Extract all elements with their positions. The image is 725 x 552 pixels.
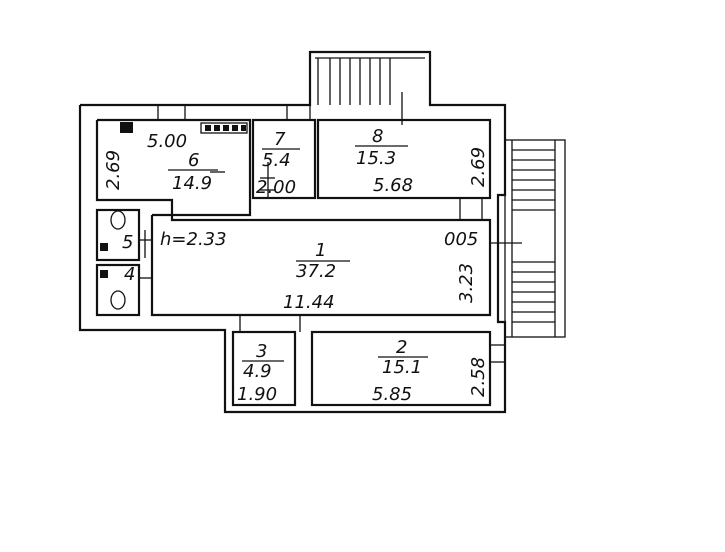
- room-1-area: 37.2: [296, 261, 336, 282]
- room-6-area: 14.9: [172, 173, 212, 194]
- room-8-dim-a: 5.68: [373, 175, 413, 196]
- room-7-number: 7: [274, 129, 286, 150]
- room-2-dim-a: 5.85: [372, 384, 412, 405]
- top-staircase: [315, 57, 425, 125]
- bathroom-fixtures: [100, 210, 126, 310]
- room-6-dim-a: 5.00: [147, 131, 187, 152]
- room-6-dim-b: 2.69: [103, 150, 124, 190]
- room-2-dim-b: 2.58: [468, 357, 489, 397]
- room-3-number: 3: [256, 341, 267, 362]
- room-1-number: 1: [315, 240, 326, 261]
- room-2-number: 2: [396, 337, 407, 358]
- room-8-number: 8: [372, 126, 383, 147]
- room-7-area: 5.4: [262, 150, 291, 171]
- ceiling-height: h=2.33: [160, 229, 227, 250]
- room-1-dim-b: 3.23: [456, 263, 477, 303]
- room-6-number: 6: [188, 150, 199, 171]
- interior-walls: [95, 105, 505, 407]
- kitchen-fixtures: [120, 122, 248, 134]
- room-7-dim-a: 2.00: [256, 177, 296, 198]
- room-3-area: 4.9: [243, 361, 272, 382]
- room-8-area: 15.3: [356, 148, 396, 169]
- outer-walls: [78, 50, 507, 414]
- room-1-dim-a: 11.44: [283, 292, 335, 313]
- right-staircase: [490, 139, 566, 338]
- room-5-number: 5: [122, 232, 133, 253]
- room-4-number: 4: [124, 264, 135, 285]
- thin-marks: [140, 162, 275, 279]
- room-8-dim-b: 2.69: [468, 147, 489, 187]
- misc-label: 005: [444, 229, 478, 250]
- room-3-dim-a: 1.90: [237, 384, 277, 405]
- room-2-area: 15.1: [382, 357, 422, 378]
